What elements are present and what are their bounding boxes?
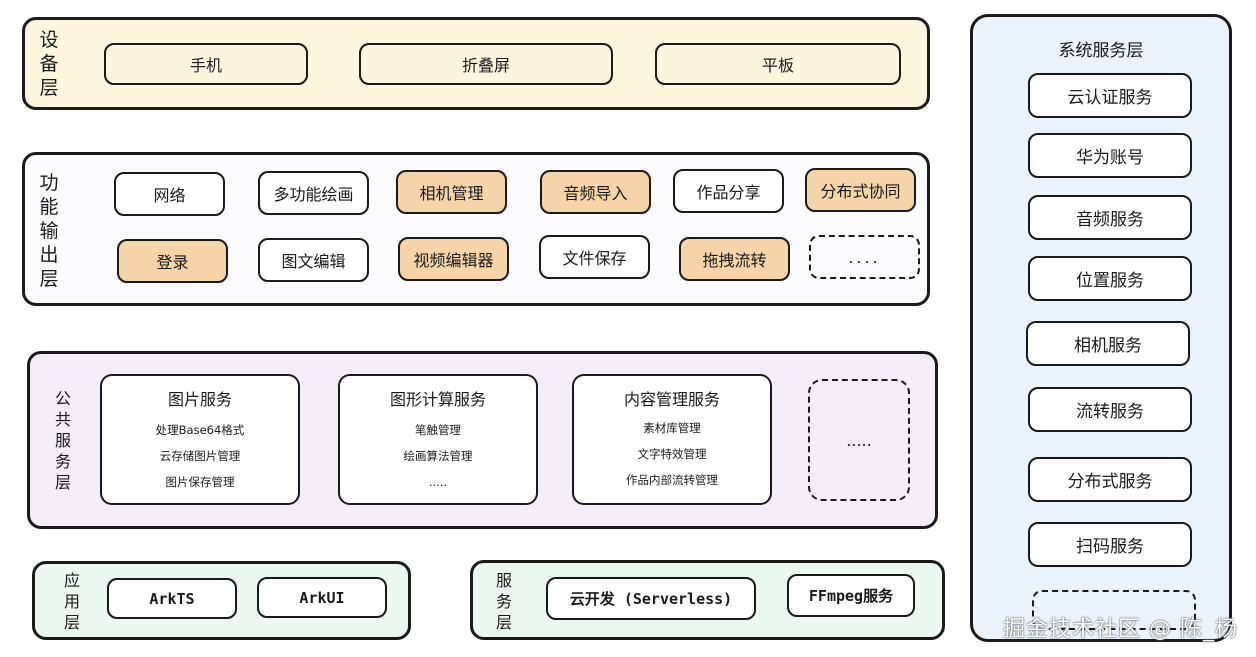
- func-more-placeholder: ....: [809, 235, 920, 279]
- sys-cloud-auth: 云认证服务: [1028, 73, 1192, 118]
- func-distributed-collab: 分布式协同: [805, 168, 916, 212]
- func-camera-mgmt: 相机管理: [396, 170, 507, 214]
- sys-distributed-service: 分布式服务: [1028, 457, 1192, 502]
- watermark: 掘金技术社区 @ 陈_杨: [1003, 617, 1238, 642]
- func-login: 登录: [117, 239, 228, 283]
- device-tablet: 平板: [655, 43, 901, 85]
- public-layer-label: 公共服务层: [54, 388, 71, 492]
- content-service-item: 素材库管理: [643, 421, 701, 435]
- public-more-placeholder: .....: [808, 379, 910, 501]
- sys-scan-service: 扫码服务: [1028, 522, 1192, 567]
- device-layer: 设备层 手机 折叠屏 平板: [22, 17, 930, 110]
- sys-location-service: 位置服务: [1028, 256, 1192, 301]
- sys-huawei-account: 华为账号: [1028, 133, 1192, 178]
- system-service-layer: 系统服务层 云认证服务 华为账号 音频服务 位置服务 相机服务 流转服务 分布式…: [970, 14, 1232, 642]
- image-service-title: 图片服务: [167, 390, 232, 409]
- sys-more-placeholder: [1032, 590, 1196, 630]
- svc-cloud-dev: 云开发 (Serverless): [546, 577, 756, 620]
- func-video-editor: 视频编辑器: [398, 237, 509, 281]
- sys-audio-service: 音频服务: [1028, 195, 1192, 240]
- func-work-share: 作品分享: [673, 169, 784, 213]
- app-arkts: ArkTS: [107, 578, 237, 619]
- func-drag-transfer: 拖拽流转: [679, 237, 790, 281]
- service-layer: 服务层 云开发 (Serverless) FFmpeg服务: [470, 560, 945, 640]
- service-layer-label: 服务层: [495, 570, 512, 632]
- function-output-layer: 功能输出层 网络 多功能绘画 相机管理 音频导入 作品分享 分布式协同 登录 图…: [22, 152, 930, 306]
- graphics-service-item: 笔触管理: [415, 423, 461, 437]
- device-foldable: 折叠屏: [359, 43, 613, 85]
- image-service-item: 图片保存管理: [165, 475, 235, 489]
- content-service-item: 文字特效管理: [637, 447, 707, 461]
- image-service: 图片服务 处理Base64格式 云存储图片管理 图片保存管理: [100, 374, 300, 505]
- app-arkui: ArkUI: [257, 577, 387, 618]
- system-layer-title: 系统服务层: [1058, 41, 1144, 61]
- app-layer-label: 应用层: [63, 571, 80, 632]
- device-phone: 手机: [104, 43, 308, 85]
- graphics-service-item: 绘画算法管理: [403, 449, 473, 463]
- sys-camera-service: 相机服务: [1026, 321, 1190, 366]
- func-network: 网络: [114, 172, 225, 216]
- content-service-title: 内容管理服务: [623, 390, 720, 409]
- func-file-save: 文件保存: [539, 235, 650, 279]
- image-service-item: 云存储图片管理: [159, 449, 241, 463]
- content-mgmt-service: 内容管理服务 素材库管理 文字特效管理 作品内部流转管理: [572, 374, 772, 505]
- graphics-service-item: .....: [428, 475, 448, 489]
- content-service-item: 作品内部流转管理: [626, 473, 718, 487]
- function-layer-label: 功能输出层: [39, 172, 59, 290]
- func-multi-painting: 多功能绘画: [258, 171, 369, 215]
- func-audio-import: 音频导入: [540, 170, 651, 214]
- graphics-compute-service: 图形计算服务 笔触管理 绘画算法管理 .....: [338, 374, 538, 505]
- public-service-layer: 公共服务层 图片服务 处理Base64格式 云存储图片管理 图片保存管理 图形计…: [27, 351, 938, 529]
- image-service-item: 处理Base64格式: [155, 423, 245, 437]
- sys-transfer-service: 流转服务: [1028, 387, 1192, 432]
- device-layer-label: 设备层: [39, 28, 59, 99]
- graphics-service-title: 图形计算服务: [389, 390, 486, 409]
- svc-ffmpeg: FFmpeg服务: [787, 574, 915, 617]
- application-layer: 应用层 ArkTS ArkUI: [32, 561, 411, 640]
- func-image-text-edit: 图文编辑: [258, 238, 369, 282]
